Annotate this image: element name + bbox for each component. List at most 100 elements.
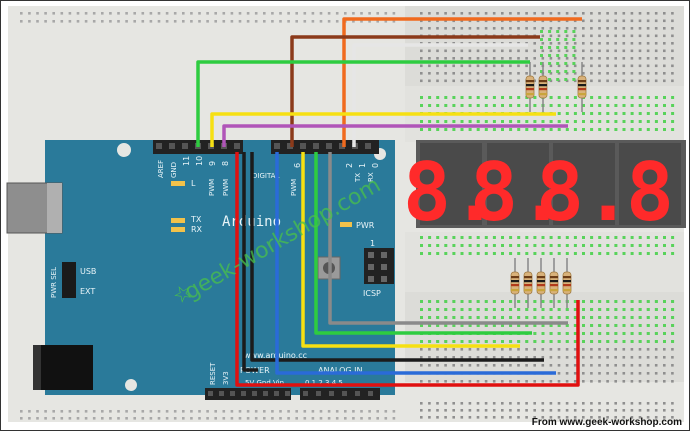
breadboard-hole <box>606 79 609 83</box>
breadboard-green-hole <box>565 236 569 239</box>
breadboard-hole <box>614 64 617 68</box>
breadboard-green-hole <box>428 300 432 303</box>
breadboard-hole <box>141 12 145 15</box>
breadboard-green-hole <box>663 340 666 343</box>
breadboard-green-hole <box>606 340 610 343</box>
breadboard-hole <box>246 12 250 15</box>
display-digit-2: 8. <box>470 146 566 239</box>
breadboard-green-hole <box>476 316 480 319</box>
breadboard-hole <box>606 12 609 15</box>
breadboard-green-hole <box>533 244 537 247</box>
breadboard-hole <box>541 42 545 45</box>
breadboard-hole <box>598 372 601 375</box>
breadboard-hole <box>460 19 464 23</box>
breadboard-hole <box>376 20 379 23</box>
tx-label: TX <box>354 173 362 183</box>
breadboard-green-hole <box>614 120 618 123</box>
led-tx-label: TX <box>190 215 202 224</box>
breadboard-green-hole <box>590 308 594 311</box>
breadboard-green-hole <box>638 112 642 115</box>
breadboard-hole <box>590 19 593 23</box>
breadboard-hole <box>246 410 250 413</box>
breadboard-hole <box>582 42 585 45</box>
breadboard-hole <box>484 49 488 53</box>
breadboard-green-hole <box>556 54 560 57</box>
icsp-pin <box>381 252 387 258</box>
display-digit-cell-1 <box>420 143 482 225</box>
seven-segment-display: 8. 8. 8. 8 <box>403 140 686 239</box>
breadboard-hole <box>622 49 626 53</box>
breadboard-green-hole <box>420 324 423 327</box>
wire-green <box>196 60 530 147</box>
breadboard-green-hole <box>517 120 521 123</box>
breadboard-green-hole <box>541 128 545 131</box>
breadboard-hole <box>509 79 512 83</box>
breadboard-green-hole <box>614 252 618 255</box>
resistor-band <box>537 284 545 287</box>
breadboard-green-hole <box>638 316 642 319</box>
breadboard-green-hole <box>582 244 585 247</box>
breadboard-hole <box>444 416 447 419</box>
breadboard-hole <box>198 410 201 413</box>
breadboard-green-hole <box>525 104 529 107</box>
breadboard-hole <box>476 49 480 53</box>
breadboard-hole <box>671 12 674 15</box>
breadboard-green-hole <box>540 30 543 33</box>
breadboard-hole <box>509 72 512 75</box>
resistor-band <box>524 284 532 287</box>
breadboard-hole <box>638 348 642 351</box>
breadboard-hole <box>206 20 209 23</box>
breadboard-green-hole <box>590 316 594 319</box>
breadboard-hole <box>198 20 201 23</box>
breadboard-hole <box>20 12 23 15</box>
breadboard-hole <box>420 380 423 383</box>
breadboard-hole <box>622 409 626 412</box>
breadboard-hole <box>238 20 242 23</box>
breadboard-hole <box>582 34 585 38</box>
breadboard-hole <box>565 380 569 383</box>
breadboard-hole <box>28 410 31 413</box>
breadboard-hole <box>638 409 642 412</box>
breadboard-hole <box>630 364 634 367</box>
breadboard-hole <box>501 364 504 367</box>
breadboard-green-hole <box>428 120 432 123</box>
breadboard-hole <box>549 380 553 383</box>
breadboard-green-hole <box>573 96 577 99</box>
breadboard-hole <box>590 372 593 375</box>
breadboard-hole <box>549 409 553 412</box>
breadboard-green-hole <box>598 316 602 319</box>
wire-purple <box>222 124 568 147</box>
breadboard-hole <box>101 12 104 15</box>
breadboard-green-hole <box>663 244 666 247</box>
power-pins-label: 5V Gnd Vin <box>245 379 284 387</box>
breadboard-hole <box>638 72 642 75</box>
breadboard-hole <box>517 57 520 60</box>
breadboard-green-hole <box>436 324 440 327</box>
breadboard-green-hole <box>428 236 432 239</box>
breadboard-hole <box>671 79 674 83</box>
breadboard-green-hole <box>663 252 666 255</box>
breadboard-green-hole <box>460 120 464 123</box>
breadboard-hole <box>254 12 258 15</box>
breadboard-hole <box>368 12 371 15</box>
resistors <box>510 62 587 308</box>
breadboard-green-hole <box>622 340 626 343</box>
led-tx <box>171 218 185 223</box>
breadboard-hole <box>671 19 674 23</box>
breadboard-hole <box>606 348 609 351</box>
breadboard-hole <box>352 12 355 15</box>
breadboard-green-hole <box>663 324 666 327</box>
breadboard-hole <box>468 356 472 359</box>
breadboard-green-hole <box>565 324 569 327</box>
breadboard-hole <box>28 20 31 23</box>
breadboard-hole <box>117 12 120 15</box>
breadboard-green-hole <box>549 128 553 131</box>
breadboard-hole <box>117 417 120 420</box>
breadboard-hole <box>622 372 626 375</box>
breadboard-hole <box>384 417 388 420</box>
breadboard-hole <box>654 27 658 30</box>
breadboard-hole <box>630 79 634 83</box>
breadboard-green-hole <box>533 236 537 239</box>
pin-number-label: 9 <box>208 161 217 166</box>
breadboard-hole <box>565 64 569 68</box>
